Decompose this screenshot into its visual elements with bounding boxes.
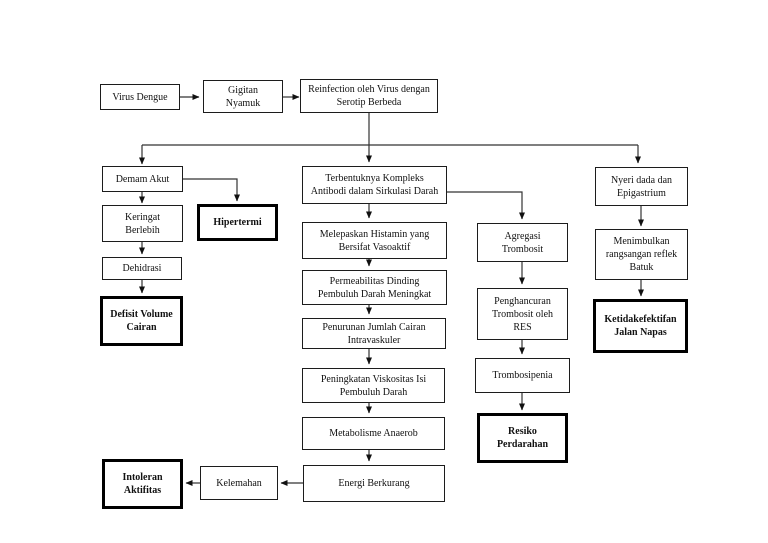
node-energi-berkurang: Energi Berkurang (303, 465, 445, 502)
node-peningkatan-viskositas: Peningkatan Viskositas Isi Pembuluh Dara… (302, 368, 445, 403)
node-reinfection: Reinfection oleh Virus dengan Serotip Be… (300, 79, 438, 113)
node-ketidakefektifan-jalan-napas: Ketidakefektifan Jalan Napas (593, 299, 688, 353)
node-dehidrasi: Dehidrasi (102, 257, 182, 280)
node-agregasi-trombosit: Agregasi Trombosit (477, 223, 568, 262)
node-keringat-berlebih: Keringat Berlebih (102, 205, 183, 242)
node-terbentuknya-kompleks: Terbentuknya Kompleks Antibodi dalam Sir… (302, 166, 447, 204)
node-demam-akut: Demam Akut (102, 166, 183, 192)
node-melepaskan-histamin: Melepaskan Histamin yang Bersifat Vasoak… (302, 222, 447, 259)
node-metabolisme-anaerob: Metabolisme Anaerob (302, 417, 445, 450)
arrow-terbentuknya-to-agregasi (447, 191, 525, 220)
node-penghancuran-trombosit: Penghancuran Trombosit oleh RES (477, 288, 568, 340)
node-defisit-volume-cairan: Defisit Volume Cairan (100, 296, 183, 346)
arrow-demam-to-hipertermi (183, 178, 240, 202)
node-menimbulkan-reflek: Menimbulkan rangsangan reflek Batuk (595, 229, 688, 280)
node-penurunan-jumlah-cairan: Penurunan Jumlah Cairan Intravaskuler (302, 318, 446, 349)
node-trombosipenia: Trombosipenia (475, 358, 570, 393)
node-nyeri-dada: Nyeri dada dan Epigastrium (595, 167, 688, 206)
node-resiko-perdarahan: Resiko Perdarahan (477, 413, 568, 463)
node-virus-dengue: Virus Dengue (100, 84, 180, 110)
node-permeabilitas-dinding: Permeabilitas Dinding Pembuluh Darah Men… (302, 270, 447, 305)
node-hipertermi: Hipertermi (197, 204, 278, 241)
node-intoleran-aktifitas: Intoleran Aktifitas (102, 459, 183, 509)
node-kelemahan: Kelemahan (200, 466, 278, 500)
node-gigitan-nyamuk: Gigitan Nyamuk (203, 80, 283, 113)
